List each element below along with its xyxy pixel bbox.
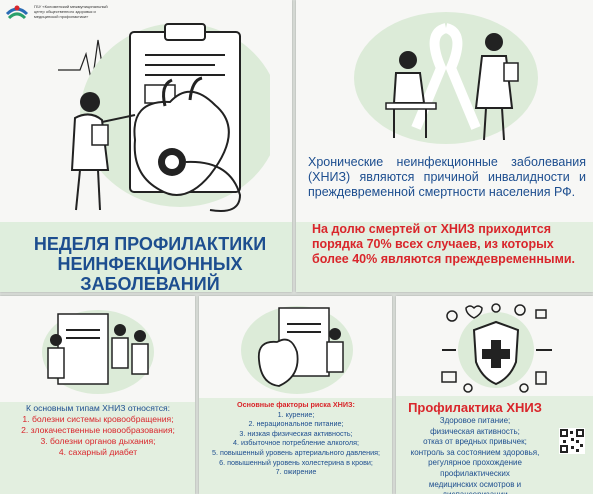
statistics-band [296,222,593,292]
list-item: физическая активность; [430,426,520,436]
list-item: 2. злокачественные новообразования; [21,425,175,435]
risk-factors-list: Основные факторы риска ХНИЗ: 1. курение;… [203,400,389,477]
card-prevention-week: ГБУ «Коломенский межмуниципальный центр … [0,0,292,292]
card-chronic-diseases: Хронические неинфекционные заболевания (… [296,0,593,292]
list-item: 1. курение; [277,409,315,419]
title-band [0,222,292,292]
card-prevention: Профилактика ХНИЗ Здоровое питание; физи… [396,296,593,494]
list-band [199,398,392,494]
disease-types-list: К основным типам ХНИЗ относятся: 1. боле… [4,403,192,458]
list-item: 3. болезни органов дыхания; [40,436,156,446]
list-item: 3. низкая физическая активность; [239,428,353,438]
risk-factors-heading: Основные факторы риска ХНИЗ: [237,400,355,409]
list-item: 4. сахарный диабет [58,447,138,457]
qr-code-icon[interactable] [559,428,585,454]
title-line-2: НЕИНФЕКЦИОННЫХ ЗАБОЛЕВАНИЙ [57,254,243,292]
doctor-patient-illustration [354,12,538,144]
list-item: 6. повышенный уровень холестерина в кров… [219,457,373,467]
prevention-list: Профилактика ХНИЗ Здоровое питание; физи… [400,400,550,494]
list-item: медицинских осмотров и диспансеризации [428,479,522,494]
page-title: НЕДЕЛЯ ПРОФИЛАКТИКИ НЕИНФЕКЦИОННЫХ ЗАБОЛ… [20,234,280,292]
list-band [0,402,195,494]
list-item: регулярное прохождение профилактических [428,458,522,478]
organization-name: ГБУ «Коломенский межмуниципальный центр … [34,4,108,19]
card-disease-types: К основным типам ХНИЗ относятся: 1. боле… [0,296,195,494]
list-item: 5. повышенный уровень артериального давл… [211,447,381,457]
title-line-1: НЕДЕЛЯ ПРОФИЛАКТИКИ [33,234,267,254]
prevention-heading: Профилактика ХНИЗ [408,400,542,415]
list-item: отказ от вредных привычек; [423,437,527,447]
mortality-statistics-text: На долю смертей от ХНИЗ приходится поряд… [312,222,575,266]
heart-doctors-illustration [241,306,353,394]
organization-logo [5,5,29,20]
chronic-diseases-text: Хронические неинфекционные заболевания (… [308,155,586,199]
health-shield-illustration [441,303,552,393]
list-item: 1. болезни системы кровообращения; [22,414,174,424]
list-item: 4. избыточное потребление алкоголя; [233,438,359,448]
list-item: Здоровое питание; [439,416,511,425]
disease-types-heading: К основным типам ХНИЗ относятся: [25,403,171,413]
list-item: 2. нерациональное питание; [248,419,344,429]
list-item: 7. ожирение [275,467,317,477]
list-item: контроль за состоянием здоровья, [410,447,540,457]
doctor-heart-illustration [58,23,270,212]
card-risk-factors: Основные факторы риска ХНИЗ: 1. курение;… [199,296,392,494]
doctors-group-illustration [42,310,154,394]
